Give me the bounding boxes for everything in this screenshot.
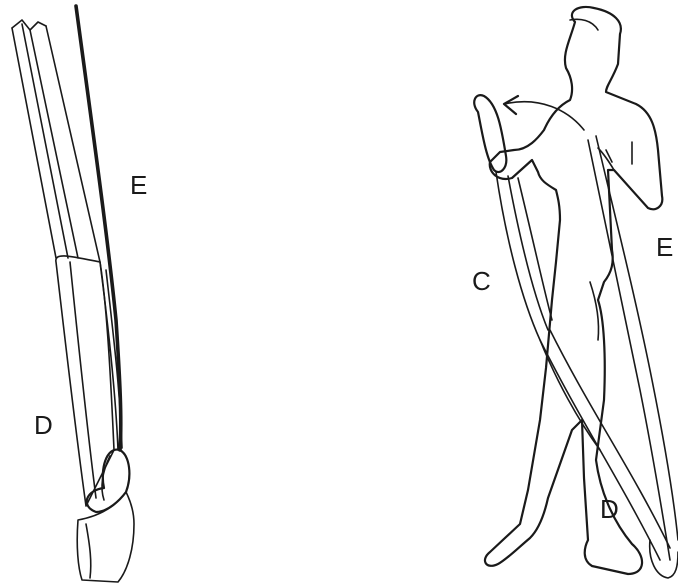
leg-crease [590, 282, 599, 340]
right-figure-scene: C E D [472, 7, 678, 578]
left-pole-detail: E D [12, 6, 147, 582]
human-silhouette [485, 7, 662, 574]
pole-groove-a [22, 24, 68, 258]
label-left-e: E [130, 170, 147, 200]
pole-d-a [540, 340, 660, 560]
label-right-c: C [472, 266, 491, 296]
sleeve-inner [70, 262, 96, 498]
motion-arrow [504, 102, 584, 130]
foot-block-inner [86, 524, 91, 578]
motion-arrowhead [504, 96, 518, 114]
pole-c-inner [508, 176, 548, 330]
sleeve-end-right [650, 540, 678, 578]
pole-broken-top [12, 20, 46, 30]
label-right-e: E [656, 232, 673, 262]
pole-c-outer [496, 172, 600, 450]
handle-c [474, 95, 506, 172]
loop-knot-inner [102, 456, 110, 500]
label-right-d: D [600, 494, 619, 524]
pole-left-wall [12, 28, 56, 258]
label-left-d: D [34, 410, 53, 440]
